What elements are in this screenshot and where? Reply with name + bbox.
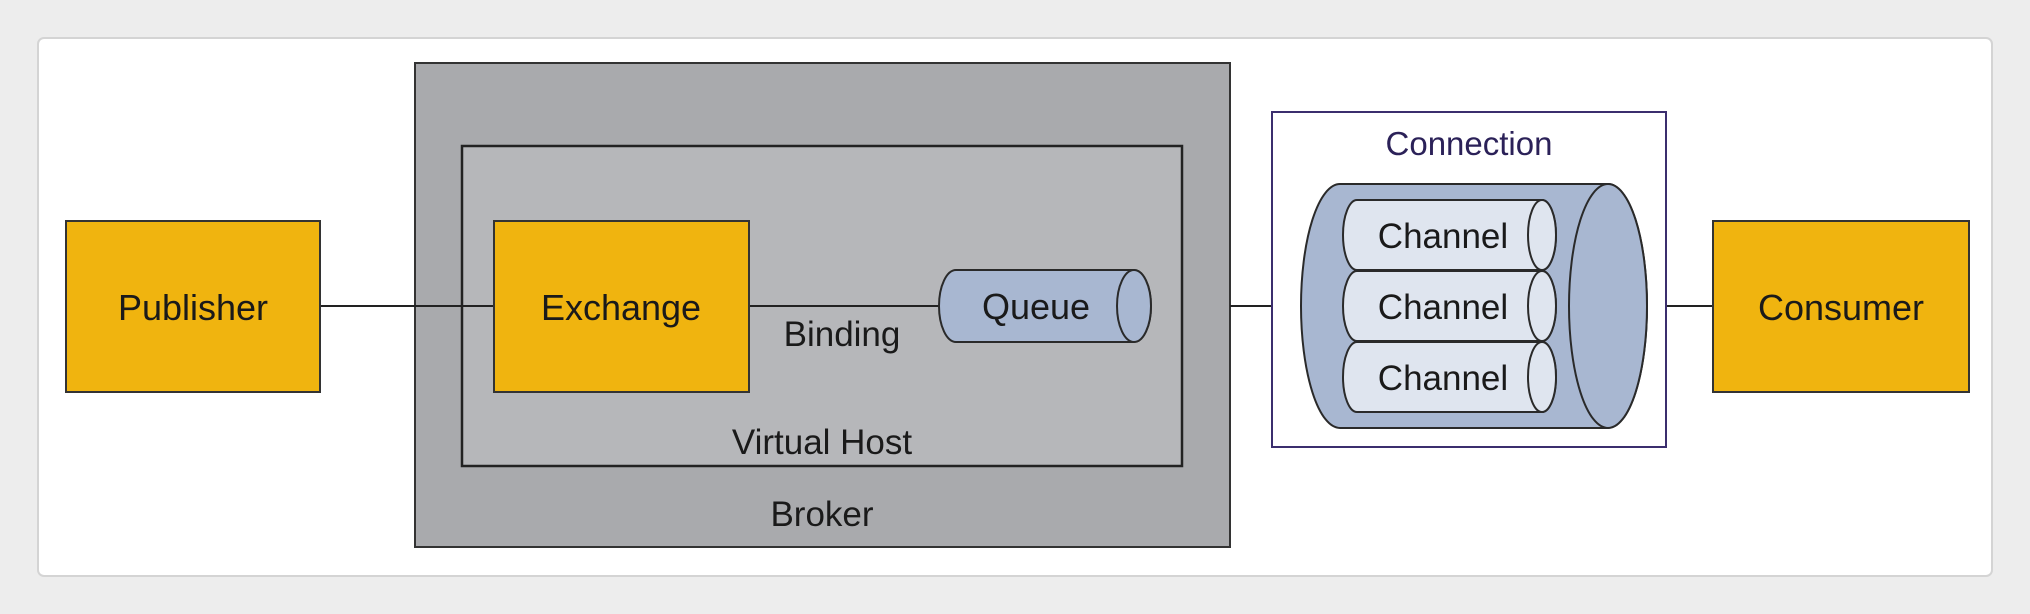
queue-node: Queue: [938, 269, 1152, 343]
channel-1: Channel: [1342, 199, 1557, 271]
virtual-host-label: Virtual Host: [732, 423, 913, 462]
queue-end-cap: [1116, 269, 1152, 343]
channel-3-end-cap: [1527, 341, 1557, 413]
channel-2: Channel: [1342, 270, 1557, 342]
queue-label: Queue: [982, 286, 1090, 327]
channel-3-label: Channel: [1378, 359, 1508, 398]
connection-cylinder-end-cap: [1568, 183, 1648, 429]
publisher-label: Publisher: [118, 287, 268, 328]
channel-3: Channel: [1342, 341, 1557, 413]
connection-label: Connection: [1386, 125, 1553, 162]
exchange-node: [493, 220, 750, 393]
channel-1-end-cap: [1527, 199, 1557, 271]
channel-2-end-cap: [1527, 270, 1557, 342]
channel-1-label: Channel: [1378, 217, 1508, 256]
consumer-node: [1712, 220, 1970, 393]
publisher-node: [65, 220, 321, 393]
consumer-label: Consumer: [1758, 287, 1924, 328]
exchange-label: Exchange: [541, 287, 701, 328]
broker-label: Broker: [770, 495, 873, 534]
channel-2-label: Channel: [1378, 288, 1508, 327]
binding-label: Binding: [784, 315, 901, 354]
